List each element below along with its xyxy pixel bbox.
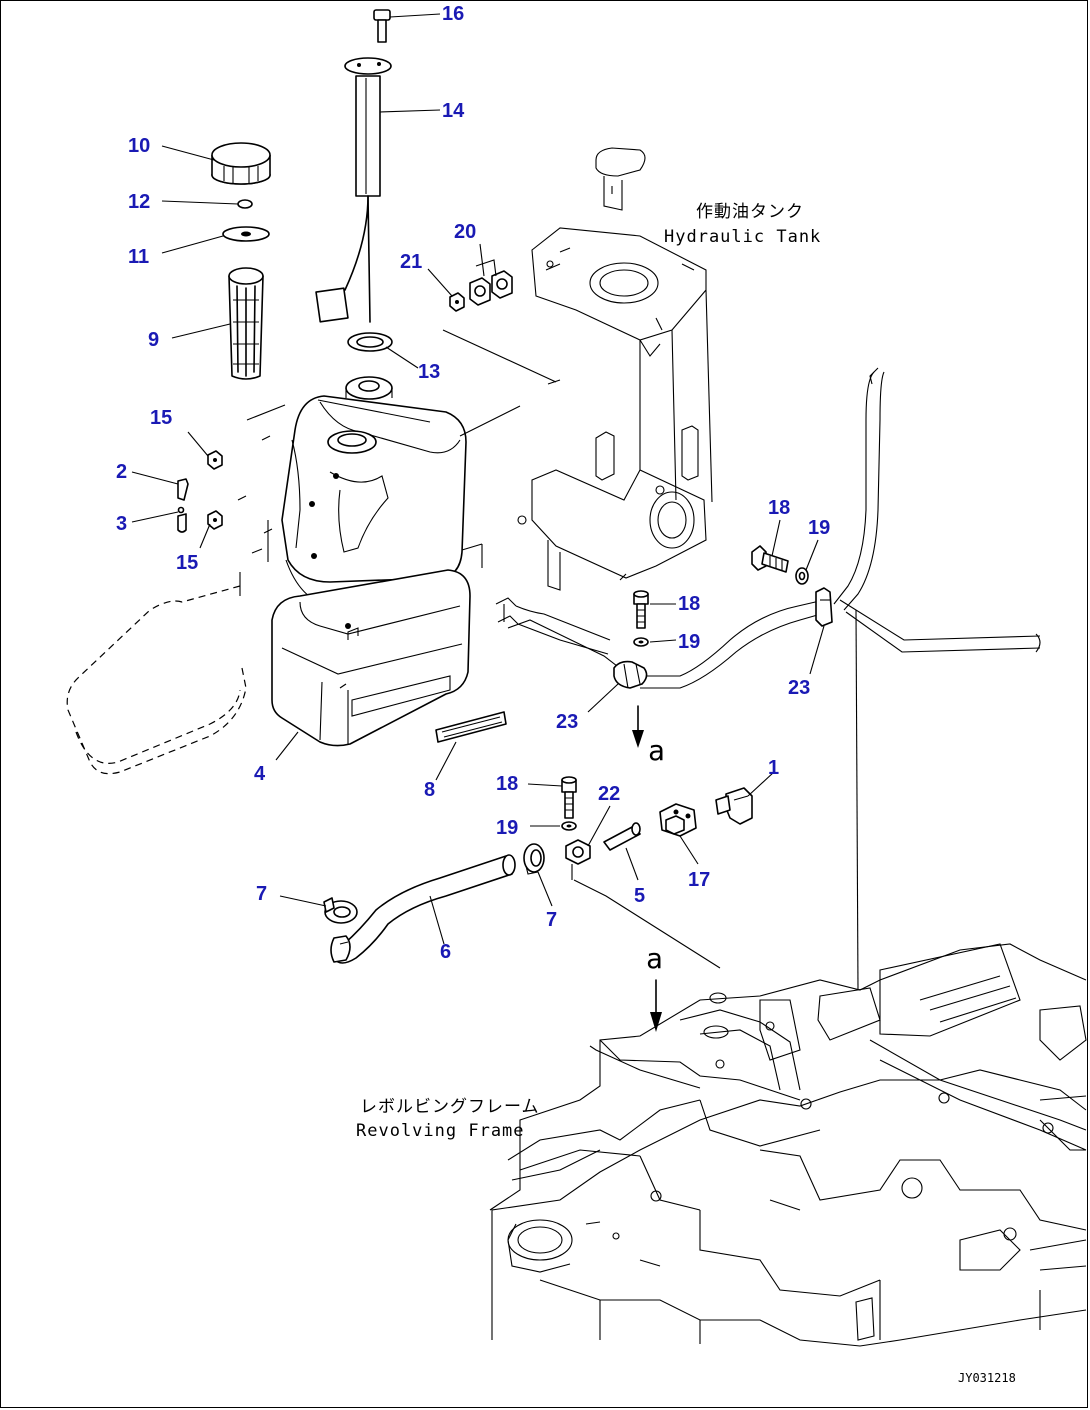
callout-21: 21 — [400, 251, 422, 273]
callout-10: 10 — [128, 135, 150, 157]
part-17-adapter — [659, 803, 697, 837]
pipe-routing — [495, 367, 1041, 991]
part-4-tank — [271, 376, 471, 747]
part-2-bracket — [177, 478, 189, 501]
part-15-nut-lower — [207, 510, 223, 530]
part-21-nut — [449, 292, 465, 312]
part-10-cap — [211, 142, 271, 185]
view-a-label-bottom: a — [646, 942, 663, 975]
callout-9: 9 — [148, 329, 159, 351]
callout-14: 14 — [442, 100, 465, 122]
part-22-fitting — [565, 839, 591, 880]
callout-5: 5 — [634, 885, 645, 907]
part-18-bolt-upper — [751, 545, 789, 573]
callout-2: 2 — [116, 461, 127, 483]
callout-12: 12 — [128, 191, 150, 213]
callout-7-left: 7 — [256, 883, 267, 905]
part-18-bolt-middle — [633, 590, 649, 629]
part-19-washer-upper — [795, 567, 809, 585]
revolving-frame-label-jp: レボルビングフレーム — [360, 1097, 540, 1117]
callout-18-upper: 18 — [768, 497, 790, 519]
part-23-clamp-right — [815, 587, 833, 627]
phantom-lines-left — [237, 404, 286, 596]
part-8-label — [435, 711, 507, 743]
part-7-clamp-left — [323, 897, 358, 924]
callout-15-upper: 15 — [150, 407, 172, 429]
revolving-frame-label-en: Revolving Frame — [356, 1121, 525, 1141]
callout-3: 3 — [116, 513, 127, 535]
hydraulic-tank-label-jp: 作動油タンク — [696, 202, 804, 222]
drawing-code: JY031218 — [958, 1371, 1016, 1385]
part-5-tube — [603, 822, 641, 851]
callout-19-upper: 19 — [808, 517, 830, 539]
part-3-clip — [177, 506, 187, 533]
callout-11: 11 — [128, 246, 149, 268]
centerline-a — [573, 879, 721, 969]
part-1-sensor — [715, 787, 753, 825]
part-12-ring — [237, 199, 253, 209]
callout-labels: 16 14 10 12 11 9 13 15 2 3 15 4 8 21 20 … — [116, 3, 830, 963]
callout-18-lower: 18 — [496, 773, 518, 795]
view-arrow-top — [632, 705, 644, 748]
callout-8: 8 — [424, 779, 435, 801]
hydraulic-tank-outline — [517, 147, 713, 591]
part-9-strainer — [228, 267, 264, 380]
part-19-washer-middle — [633, 637, 649, 647]
view-a-label-top: a — [648, 734, 665, 767]
callout-13: 13 — [418, 361, 440, 383]
callout-22: 22 — [598, 783, 620, 805]
part-7-clamp-right — [523, 843, 545, 875]
callout-16: 16 — [442, 3, 464, 25]
part-16-bolt — [373, 9, 391, 43]
part-14-level-sensor — [315, 57, 392, 323]
callout-23-right: 23 — [788, 677, 810, 699]
part-19-washer-lower — [561, 821, 577, 831]
callout-19-lower: 19 — [496, 817, 518, 839]
part-23-clamp-left — [613, 660, 648, 689]
view-arrow-bottom — [650, 979, 662, 1032]
callout-20: 20 — [454, 221, 476, 243]
callout-19-middle: 19 — [678, 631, 700, 653]
callout-6: 6 — [440, 941, 451, 963]
callout-17: 17 — [688, 869, 710, 891]
part-6-hose — [330, 854, 516, 964]
text-labels: 作動油タンク Hydraulic Tank レボルビングフレーム Revolvi… — [356, 202, 1016, 1385]
part-11-washer — [222, 226, 270, 242]
callout-18-middle: 18 — [678, 593, 700, 615]
part-20-fittings — [469, 259, 513, 306]
callout-7-right: 7 — [546, 909, 557, 931]
part-15-nut-upper — [207, 450, 223, 470]
callout-15-lower: 15 — [176, 552, 198, 574]
leader-lines — [131, 13, 825, 945]
revolving-frame-outline — [489, 943, 1087, 1347]
part-18-bolt-lower — [561, 776, 577, 819]
part-13-gasket — [347, 332, 393, 352]
hydraulic-tank-label-en: Hydraulic Tank — [664, 227, 821, 247]
callout-23-left: 23 — [556, 711, 578, 733]
callout-4: 4 — [254, 763, 266, 785]
callout-1: 1 — [768, 757, 779, 779]
